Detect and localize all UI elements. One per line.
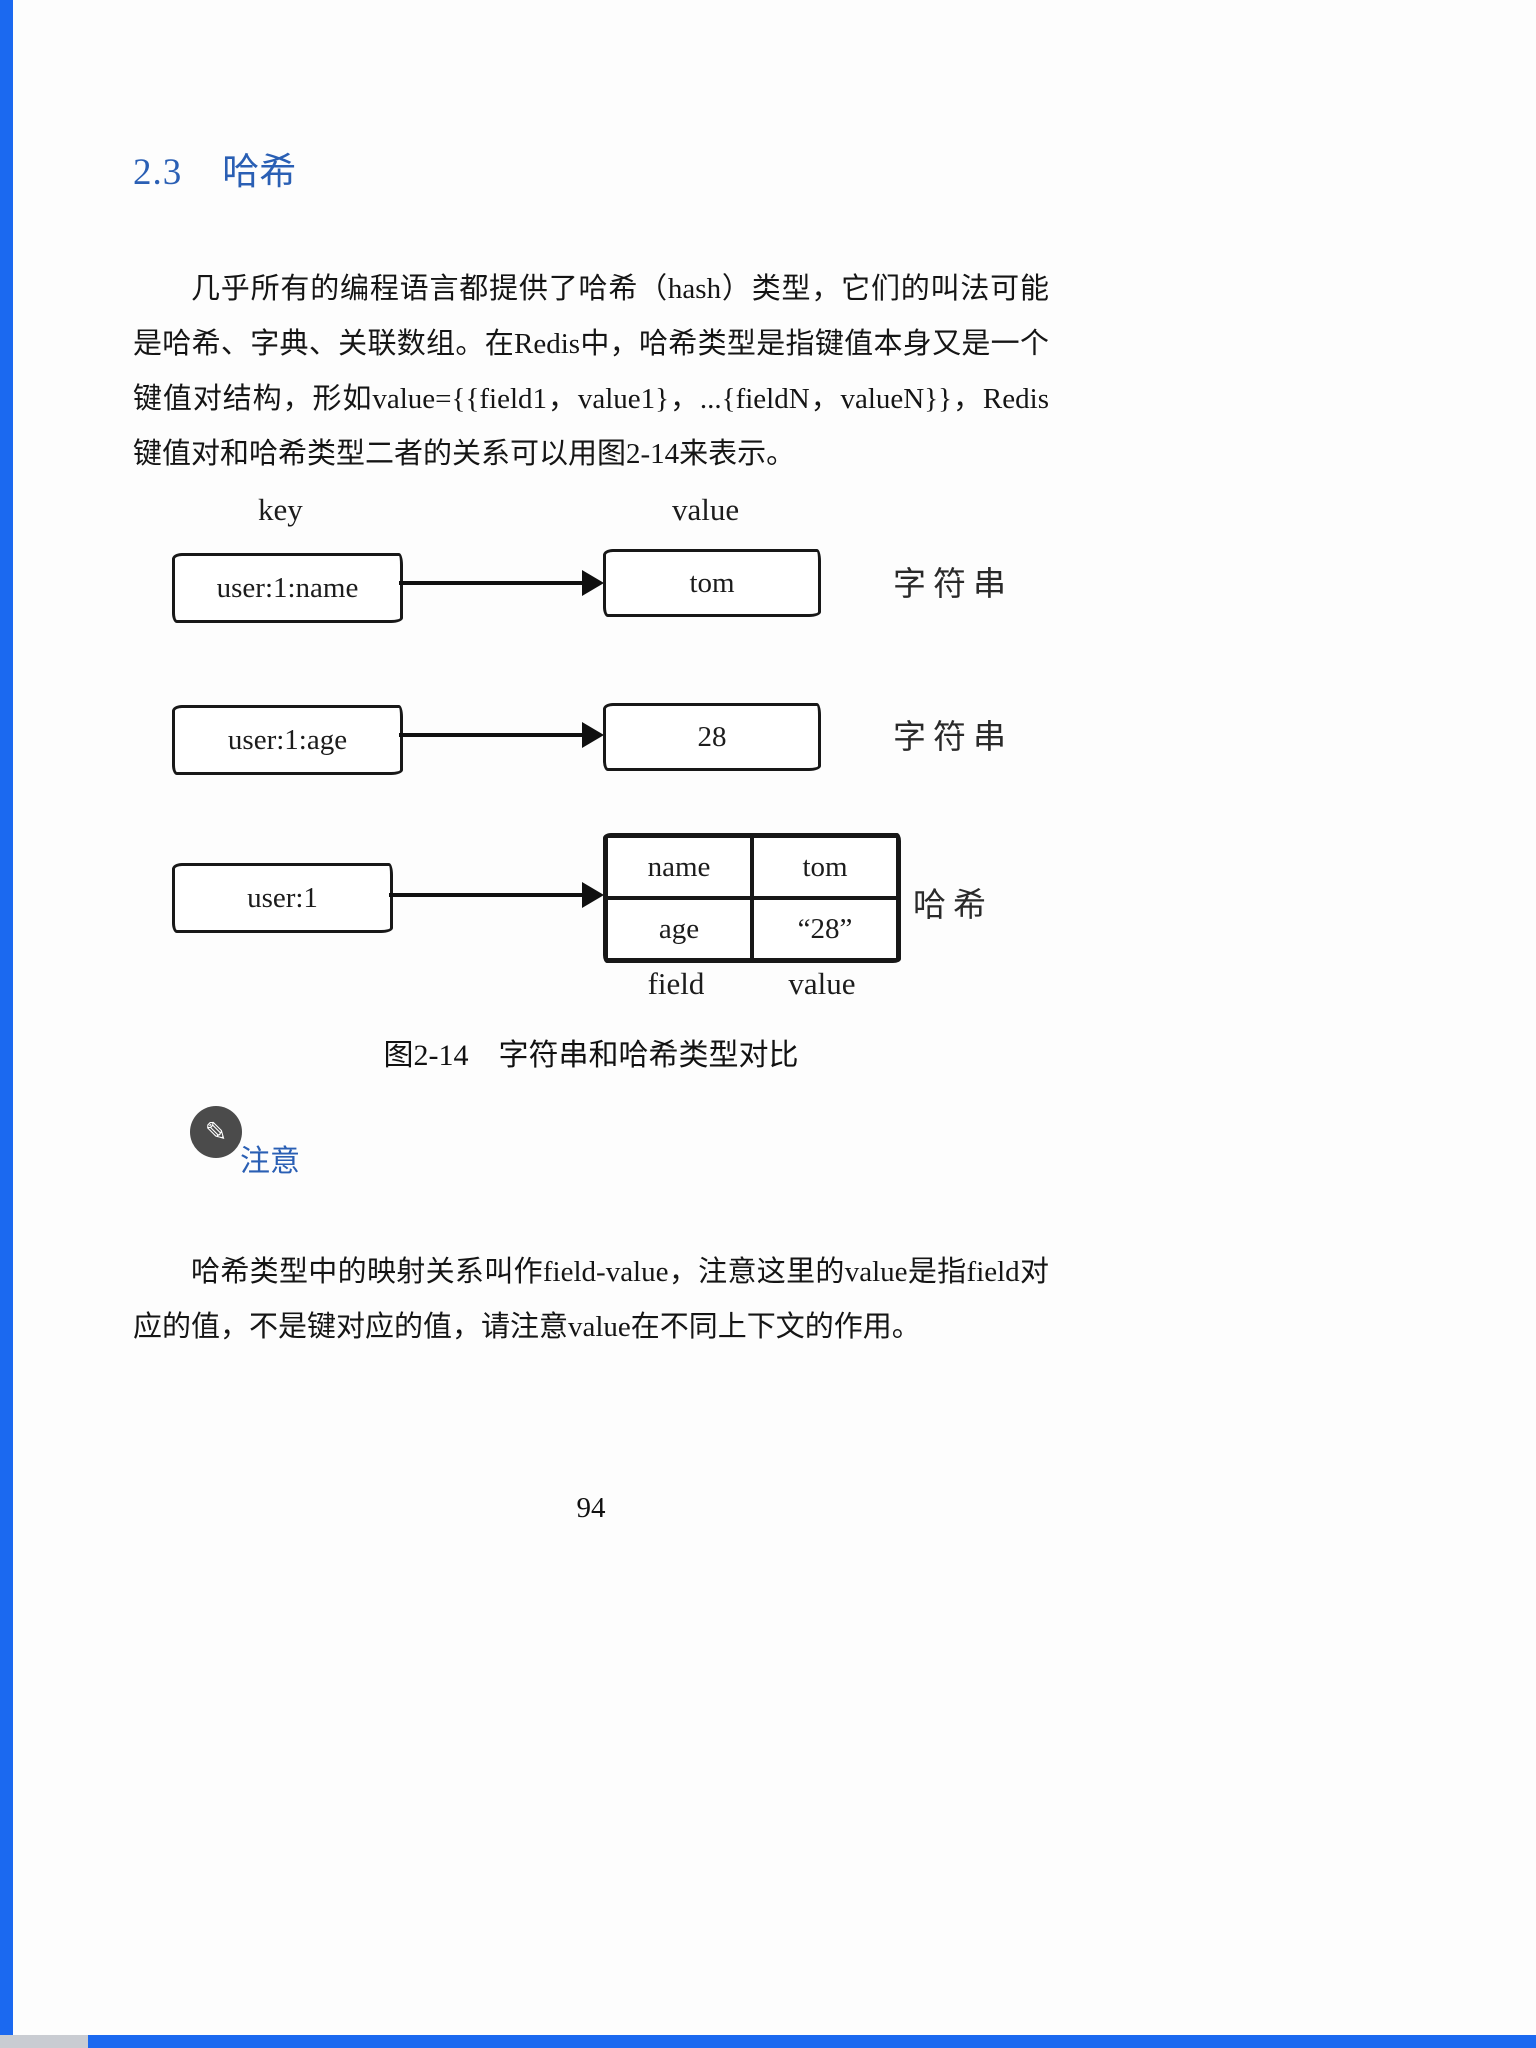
note-label: 注意 — [240, 1145, 300, 1178]
paragraph-note-body: 哈希类型中的映射关系叫作field-value，注意这里的value是指fiel… — [133, 1256, 1049, 1343]
hash-cell-field-name: name — [606, 836, 752, 898]
section-title: 哈希 — [222, 152, 297, 193]
arrow-row2 — [399, 722, 604, 748]
note-icon: ✎ — [190, 1106, 242, 1158]
hash-cell-field-age: age — [606, 898, 752, 960]
type-label-string-2: 字符串 — [893, 720, 1013, 756]
section-heading: 2.3 哈希 — [133, 141, 296, 195]
arrow-row1 — [399, 570, 604, 596]
key-box-user-1-name: user:1:name — [172, 553, 403, 623]
hash-cell-value-tom: tom — [752, 836, 898, 898]
section-number: 2.3 — [133, 152, 183, 193]
key-box-user-1: user:1 — [172, 863, 393, 933]
value-box-28: 28 — [603, 703, 821, 771]
viewer-bottom-corner — [0, 2035, 88, 2048]
figure-key-header: key — [258, 492, 303, 527]
page-number: 94 — [576, 1492, 606, 1524]
hash-value-label: value — [788, 966, 856, 1001]
arrow-row3 — [389, 882, 604, 908]
viewer-left-edge — [0, 0, 13, 2048]
hash-cell-value-28: “28” — [752, 898, 898, 960]
hash-table: name tom age “28” — [603, 833, 901, 963]
figure-caption: 图2-14 字符串和哈希类型对比 — [383, 1039, 799, 1072]
type-label-string-1: 字符串 — [893, 567, 1013, 603]
viewer-bottom-edge — [0, 2035, 1536, 2048]
value-box-tom: tom — [603, 549, 821, 617]
figure-value-header: value — [672, 492, 740, 527]
type-label-hash: 哈希 — [913, 888, 993, 924]
note-icon-glyph: ✎ — [204, 1116, 228, 1147]
paragraph-intro: 几乎所有的编程语言都提供了哈希（hash）类型，它们的叫法可能是哈希、字典、关联… — [133, 273, 1049, 470]
hash-field-label: field — [647, 966, 705, 1001]
key-box-user-1-age: user:1:age — [172, 705, 403, 775]
